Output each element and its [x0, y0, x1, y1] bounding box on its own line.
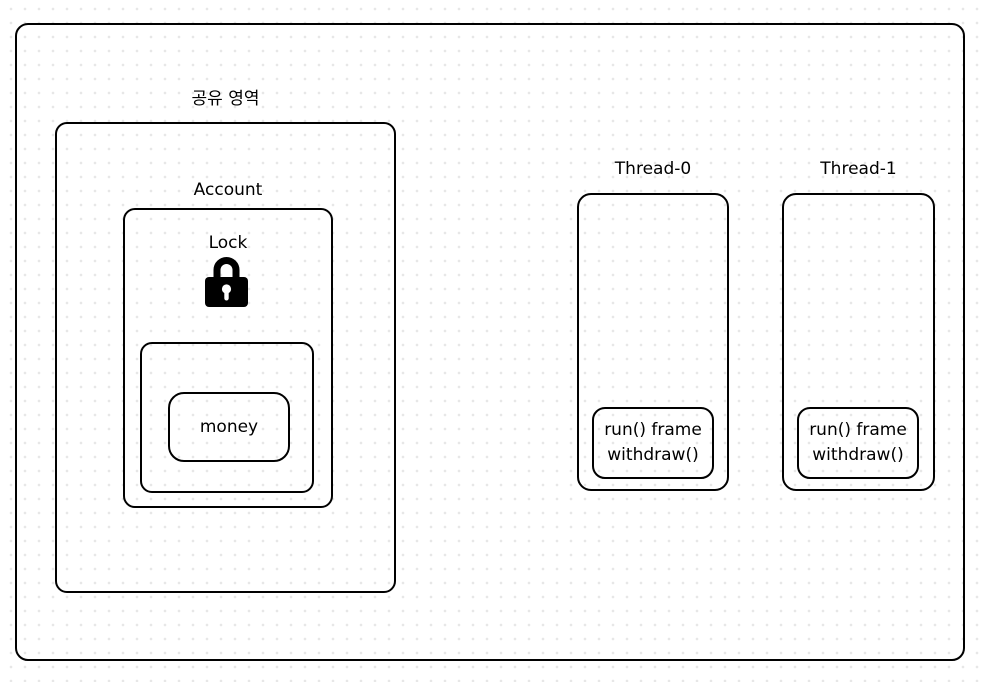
padlock-icon [205, 257, 248, 307]
thread-0-label: Thread-0 [614, 159, 692, 179]
lock-scope-box [140, 342, 314, 493]
money-label: money [199, 417, 259, 437]
thread-0-frame-box: run() frame withdraw() [592, 407, 714, 479]
outer-frame [15, 23, 965, 661]
account-box [123, 208, 333, 508]
lock-label: Lock [208, 233, 248, 253]
thread-1-frame-line-2: withdraw() [812, 445, 904, 465]
thread-0-box [577, 193, 729, 491]
money-box: money [168, 392, 290, 462]
account-label: Account [193, 180, 263, 200]
thread-1-frame-line-1: run() frame [809, 420, 907, 440]
thread-1-box [782, 193, 935, 491]
thread-1-label: Thread-1 [820, 159, 897, 179]
thread-1-frame-box: run() frame withdraw() [797, 407, 919, 479]
thread-0-frame-line-2: withdraw() [607, 445, 699, 465]
shared-area-box [55, 122, 396, 593]
shared-area-label: 공유 영역 [191, 89, 260, 109]
thread-0-frame-line-1: run() frame [604, 420, 702, 440]
